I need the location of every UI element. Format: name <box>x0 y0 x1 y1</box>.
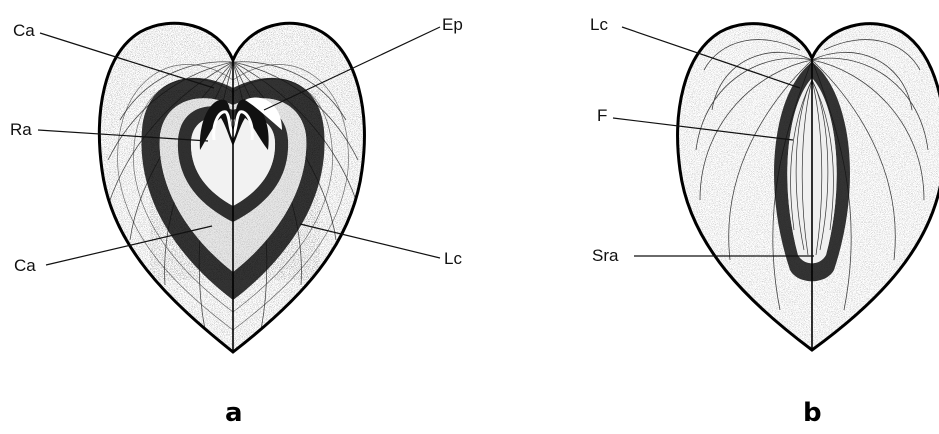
label-lc-a: Lc <box>444 250 462 267</box>
label-sra: Sra <box>592 247 618 264</box>
heart-b-drawing <box>670 10 939 360</box>
label-f: F <box>597 107 607 124</box>
panel-letter-b: b <box>803 400 822 426</box>
label-ra: Ra <box>10 121 32 138</box>
label-ca-bottom: Ca <box>14 257 36 274</box>
panel-letter-a: a <box>225 400 243 426</box>
label-ep: Ep <box>442 16 463 33</box>
label-ca-top: Ca <box>13 22 35 39</box>
label-lc-b: Lc <box>590 16 608 33</box>
